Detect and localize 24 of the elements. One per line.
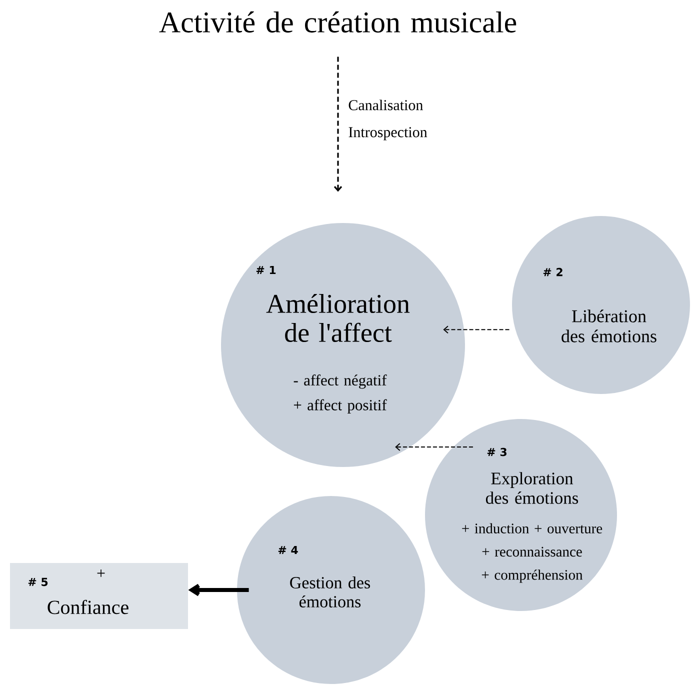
step-number: # 1	[256, 266, 276, 274]
arrow	[395, 442, 474, 451]
plus-sign: +	[97, 569, 105, 577]
circle-node	[425, 419, 617, 611]
step-number: # 4	[278, 546, 298, 554]
circle-node	[512, 216, 690, 394]
step-number: # 2	[543, 268, 562, 276]
arrow	[334, 56, 342, 192]
step-number: # 3	[487, 448, 506, 456]
heading: Amélioration de l'affect	[266, 294, 410, 342]
body-text: - affect négatif + affect positif	[294, 374, 387, 414]
heading: Gestion des émotions	[290, 576, 370, 608]
heading: Confiance	[48, 600, 128, 614]
heading: Exploration des émotions	[486, 472, 578, 504]
heading: Libération des émotions	[562, 310, 656, 342]
title: Activité de création musicale	[159, 11, 516, 33]
body-text: + induction + ouverture + reconnaissance + compréhension	[462, 523, 602, 583]
box-node	[10, 563, 188, 629]
step-number: # 5	[28, 578, 48, 586]
arrow	[188, 584, 249, 596]
circle-node	[221, 223, 465, 467]
edge-label: Canalisation Introspection	[348, 100, 428, 140]
arrow	[443, 326, 510, 334]
circle-node	[237, 496, 425, 684]
